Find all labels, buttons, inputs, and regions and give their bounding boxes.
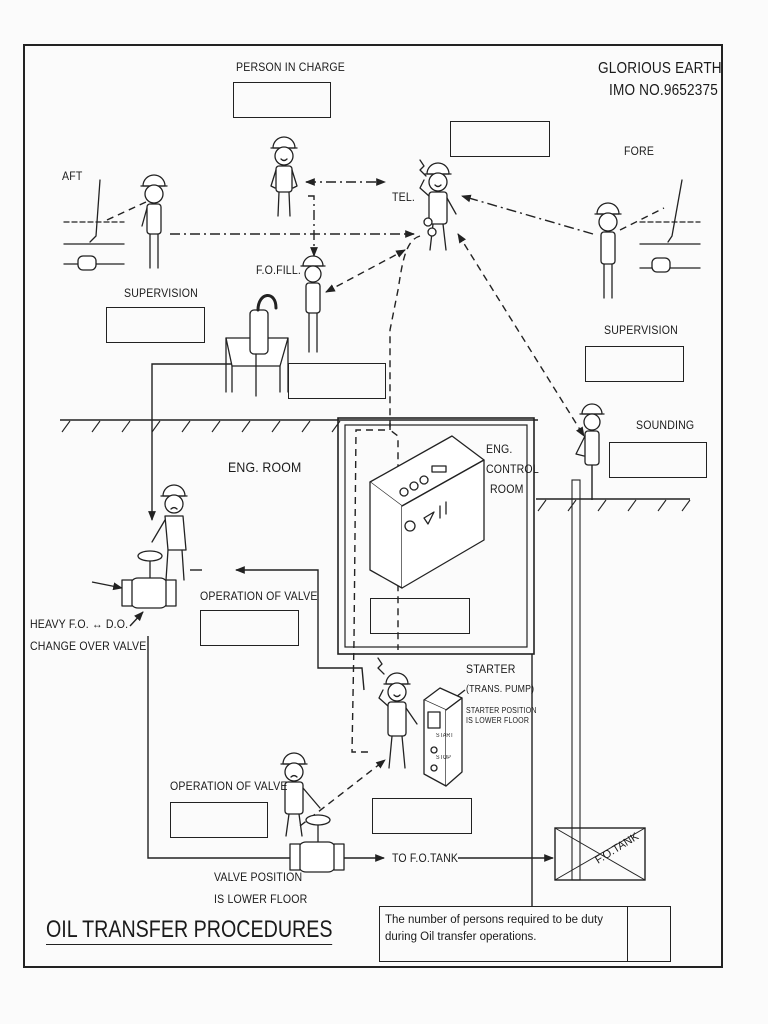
diagram-frame bbox=[23, 44, 723, 968]
fo-fill-station bbox=[225, 294, 289, 397]
operation-of-valve-upper-label: OPERATION OF VALVE bbox=[200, 589, 318, 603]
operation-of-valve-lower-name-field[interactable] bbox=[170, 802, 268, 838]
duty-count-note: The number of persons required to be dut… bbox=[379, 906, 671, 962]
helmet-person-icon bbox=[151, 484, 188, 581]
fo-tank bbox=[554, 827, 646, 881]
helmet-person-icon bbox=[419, 162, 457, 251]
aft-label: AFT bbox=[62, 169, 83, 183]
operation-of-valve-lower-label: OPERATION OF VALVE bbox=[170, 779, 288, 793]
duty-count-note-text: The number of persons required to be dut… bbox=[380, 907, 628, 961]
mooring-winch-icon bbox=[639, 179, 701, 273]
sounding-name-field[interactable] bbox=[609, 442, 707, 478]
stop-label: STOP bbox=[436, 755, 451, 761]
helmet-person-icon bbox=[378, 672, 418, 769]
ship-name: GLORIOUS EARTH bbox=[598, 60, 722, 77]
starter-panel-icon bbox=[423, 687, 463, 787]
starter-position-label-2: IS LOWER FLOOR bbox=[466, 716, 530, 725]
starter-label: STARTER bbox=[466, 662, 516, 676]
mooring-winch-icon bbox=[63, 179, 125, 271]
valve-icon bbox=[121, 550, 177, 609]
supervision-aft-label: SUPERVISION bbox=[124, 286, 198, 300]
control-room-outer bbox=[337, 417, 535, 655]
page-title: OIL TRANSFER PROCEDURES bbox=[46, 916, 333, 945]
fo-fill-name-field[interactable] bbox=[288, 363, 386, 399]
to-fo-tank-label: TO F.O.TANK bbox=[392, 851, 459, 865]
control-room-inner bbox=[344, 424, 528, 648]
telephone-icon bbox=[419, 159, 427, 177]
eng-control-room-label-3: ROOM bbox=[490, 482, 524, 496]
change-over-label-2: CHANGE OVER VALVE bbox=[30, 639, 147, 653]
starter-position-label-1: STARTER POSITION bbox=[466, 706, 537, 715]
tel-label: TEL. bbox=[392, 190, 416, 204]
imo-number: IMO NO.9652375 bbox=[609, 82, 718, 99]
valve-position-label-1: VALVE POSITION bbox=[214, 870, 303, 884]
helmet-person-icon bbox=[140, 174, 168, 269]
helmet-person-icon bbox=[300, 255, 326, 353]
trans-pump-label: (TRANS. PUMP) bbox=[466, 684, 535, 695]
operation-of-valve-upper-name-field[interactable] bbox=[200, 610, 299, 646]
helmet-person-icon bbox=[280, 752, 321, 837]
fo-tank-label: F.O.TANK bbox=[593, 830, 641, 866]
fo-fill-label: F.O.FILL. bbox=[256, 263, 302, 277]
supervision-fore-label: SUPERVISION bbox=[604, 323, 678, 337]
telephone-duty-name-field[interactable] bbox=[450, 121, 550, 157]
supervision-fore-name-field[interactable] bbox=[585, 346, 684, 382]
person-in-charge-label: PERSON IN CHARGE bbox=[236, 60, 346, 74]
eng-room-label: ENG. ROOM bbox=[228, 459, 302, 475]
valve-icon bbox=[289, 814, 345, 873]
eng-control-room-label-2: CONTROL bbox=[486, 462, 539, 476]
person-in-charge-name-field[interactable] bbox=[233, 82, 331, 118]
fore-label: FORE bbox=[624, 144, 655, 158]
eng-control-room-label-1: ENG. bbox=[486, 442, 513, 456]
helmet-person-icon bbox=[575, 403, 605, 466]
control-room-name-field[interactable] bbox=[370, 598, 470, 634]
helmet-person-icon bbox=[270, 136, 298, 217]
starter-name-field[interactable] bbox=[372, 798, 472, 834]
control-console-icon bbox=[369, 435, 485, 589]
duty-count-field[interactable] bbox=[628, 907, 670, 961]
telephone-icon bbox=[377, 657, 385, 675]
sounding-label: SOUNDING bbox=[636, 418, 695, 432]
helmet-person-icon bbox=[594, 202, 622, 299]
supervision-aft-name-field[interactable] bbox=[106, 307, 205, 343]
valve-position-label-2: IS LOWER FLOOR bbox=[214, 892, 308, 906]
change-over-label-1: HEAVY F.O. ↔ D.O. bbox=[30, 617, 129, 631]
start-label: START bbox=[436, 733, 454, 739]
